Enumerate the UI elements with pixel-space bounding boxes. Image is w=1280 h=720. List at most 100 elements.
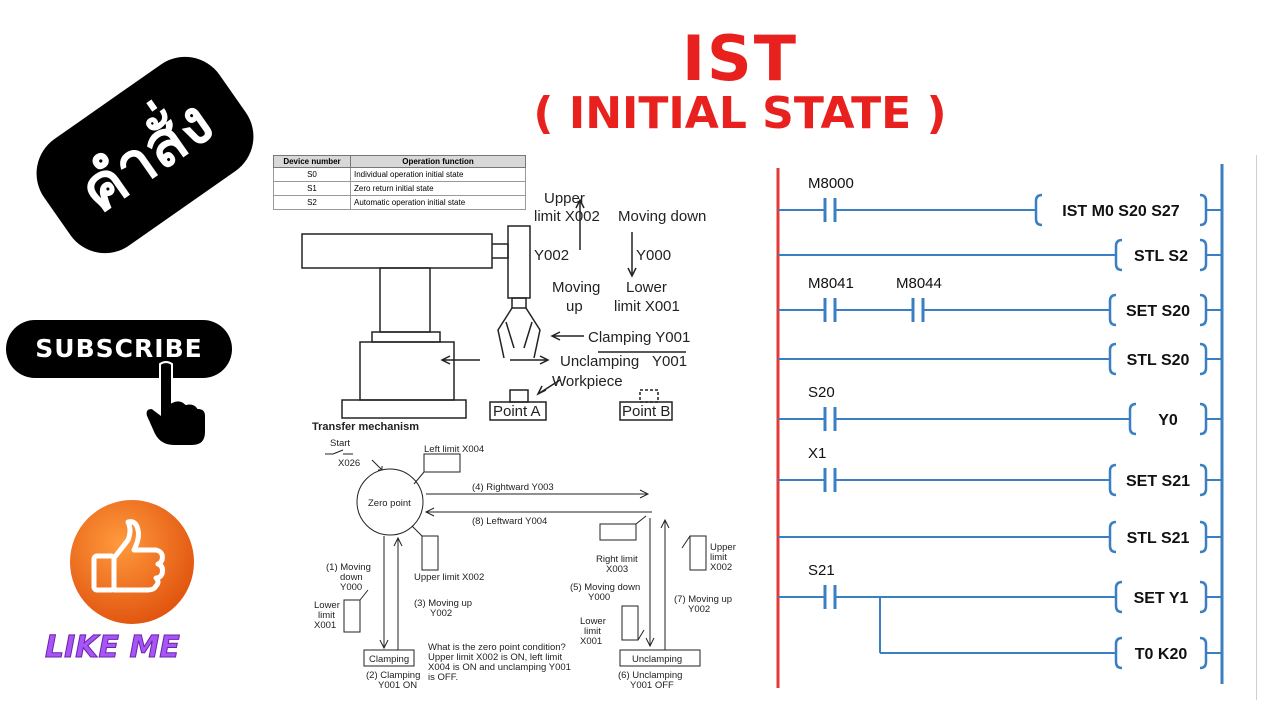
y002-label: Y002 <box>534 247 569 264</box>
ladder-instruction: SET S21 <box>1126 473 1190 490</box>
start-label: Start <box>330 438 350 449</box>
thumbs-up-icon <box>91 519 165 593</box>
divider <box>1256 155 1257 700</box>
lower-limit-label: X001 <box>314 620 336 631</box>
like-label: LIKE ME <box>45 630 181 666</box>
instruction-bracket <box>1199 636 1208 670</box>
moving-down-label: Moving down <box>618 208 706 225</box>
table-cell: Automatic operation initial state <box>350 195 526 210</box>
unclamping-box-label: Unclamping <box>632 654 682 665</box>
instruction-bracket <box>1114 238 1123 272</box>
instruction-bracket <box>1034 193 1043 227</box>
right-limit-label: Right limit <box>596 554 638 565</box>
lower-limit-label: limit <box>318 610 335 621</box>
lower-limit-r-label: Lower <box>580 616 606 627</box>
right-limit-label: X003 <box>606 564 628 575</box>
moving-up-3-label: Y002 <box>430 608 452 619</box>
instruction-bracket <box>1128 402 1137 436</box>
robot-diagram: Upper limit X002 Moving down Y002 Y000 M… <box>301 190 706 430</box>
page-subtitle: ( INITIAL STATE ) <box>533 88 947 139</box>
upper-limit-r-label: limit <box>710 552 727 563</box>
ladder-instruction: STL S2 <box>1134 248 1188 265</box>
moving-down-1-label: Y000 <box>340 582 362 593</box>
device-table: Device number Operation function S0 Indi… <box>273 155 526 210</box>
ladder-instruction: SET Y1 <box>1134 590 1189 607</box>
moving-up-7-label: Y002 <box>688 604 710 615</box>
channel-badge: คำสั่ง <box>36 56 254 254</box>
like-button[interactable] <box>64 494 200 630</box>
contact-label: S21 <box>808 562 835 579</box>
x026-label: X026 <box>338 458 360 469</box>
subscribe-button[interactable]: SUBSCRIBE <box>6 320 232 378</box>
instruction-bracket <box>1199 238 1208 272</box>
point-b-label: Point B <box>622 403 670 420</box>
moving-up-3-label: (3) Moving up <box>414 598 472 609</box>
clamping-box-label: Clamping <box>369 654 409 665</box>
lower-label: Lower <box>626 279 667 296</box>
unclamping-caption: (6) Unclamping <box>618 670 682 681</box>
clamping-label: Clamping Y001 <box>588 329 690 346</box>
upper-limit-r-label: Upper <box>710 542 736 553</box>
table-cell: S2 <box>273 195 351 210</box>
zero-point-question: X004 is ON and unclamping Y001 <box>428 662 571 673</box>
contact-label: M8000 <box>808 175 854 192</box>
rightward-label: (4) Rightward Y003 <box>472 482 554 493</box>
unclamping-device-label: Y001 <box>652 353 687 370</box>
leftward-label: (8) Leftward Y004 <box>472 516 547 527</box>
ladder-instruction: STL S20 <box>1127 352 1190 369</box>
mechanism-caption: Transfer mechanism <box>312 421 419 430</box>
ladder-instruction: SET S20 <box>1126 303 1190 320</box>
lower-limit-r-label: X001 <box>580 636 602 647</box>
table-header: Device number <box>273 155 351 168</box>
flow-diagram: Start X026 Left limit X004 Zero point (4… <box>314 438 736 691</box>
page-title: IST <box>681 22 798 95</box>
unclamping-caption: Y001 OFF <box>630 680 674 691</box>
moving-up-7-label: (7) Moving up <box>674 594 732 605</box>
zero-point-question: is OFF. <box>428 672 458 683</box>
moving-label: Moving <box>552 279 600 296</box>
contact-label: M8044 <box>896 275 942 292</box>
lower-limit-label: Lower <box>314 600 340 611</box>
left-limit-label: Left limit X004 <box>424 444 484 455</box>
upper-limit-label-2: limit X002 <box>534 208 600 225</box>
instruction-bracket <box>1199 342 1208 376</box>
clamping-caption: (2) Clamping <box>366 670 420 681</box>
moving-down-5-label: Y000 <box>588 592 610 603</box>
zero-point-question: What is the zero point condition? <box>428 642 566 653</box>
instruction-bracket <box>1199 580 1208 614</box>
lower-limit-r-label: limit <box>584 626 601 637</box>
zero-point-label: Zero point <box>368 498 411 509</box>
moving-down-5-label: (5) Moving down <box>570 582 640 593</box>
pointer-hand-icon <box>146 361 206 447</box>
table-row: S2 Automatic operation initial state <box>273 195 526 210</box>
clamping-caption: Y001 ON <box>378 680 417 691</box>
instruction-bracket <box>1114 636 1123 670</box>
instruction-bracket <box>1199 193 1208 227</box>
moving-down-1-label: down <box>340 572 363 583</box>
contact-label: M8041 <box>808 275 854 292</box>
lower-limit-label-2: limit X001 <box>614 298 680 315</box>
instruction-bracket <box>1199 293 1208 327</box>
contact-label: S20 <box>808 384 835 401</box>
ladder-instruction: T0 K20 <box>1135 646 1188 663</box>
contact-label: X1 <box>808 445 826 462</box>
ladder-instruction: STL S21 <box>1127 530 1190 547</box>
point-a-label: Point A <box>493 403 541 420</box>
ladder-instruction: IST M0 S20 S27 <box>1062 203 1179 220</box>
zero-point-question: Upper limit X002 is ON, left limit <box>428 652 562 663</box>
moving-down-1-label: (1) Moving <box>326 562 371 573</box>
workpiece-label: Workpiece <box>552 373 623 390</box>
y000-label: Y000 <box>636 247 671 264</box>
table-header: Operation function <box>350 155 526 168</box>
unclamping-label: Unclamping <box>560 353 639 370</box>
table-row: S0 Individual operation initial state <box>273 167 526 182</box>
up-label: up <box>566 298 583 315</box>
instruction-bracket <box>1199 463 1208 497</box>
instruction-bracket <box>1199 520 1208 554</box>
subscribe-label: SUBSCRIBE <box>35 334 203 363</box>
upper-limit-r-label: X002 <box>710 562 732 573</box>
instruction-bracket <box>1114 580 1123 614</box>
instruction-bracket <box>1108 520 1117 554</box>
instruction-bracket <box>1108 463 1117 497</box>
